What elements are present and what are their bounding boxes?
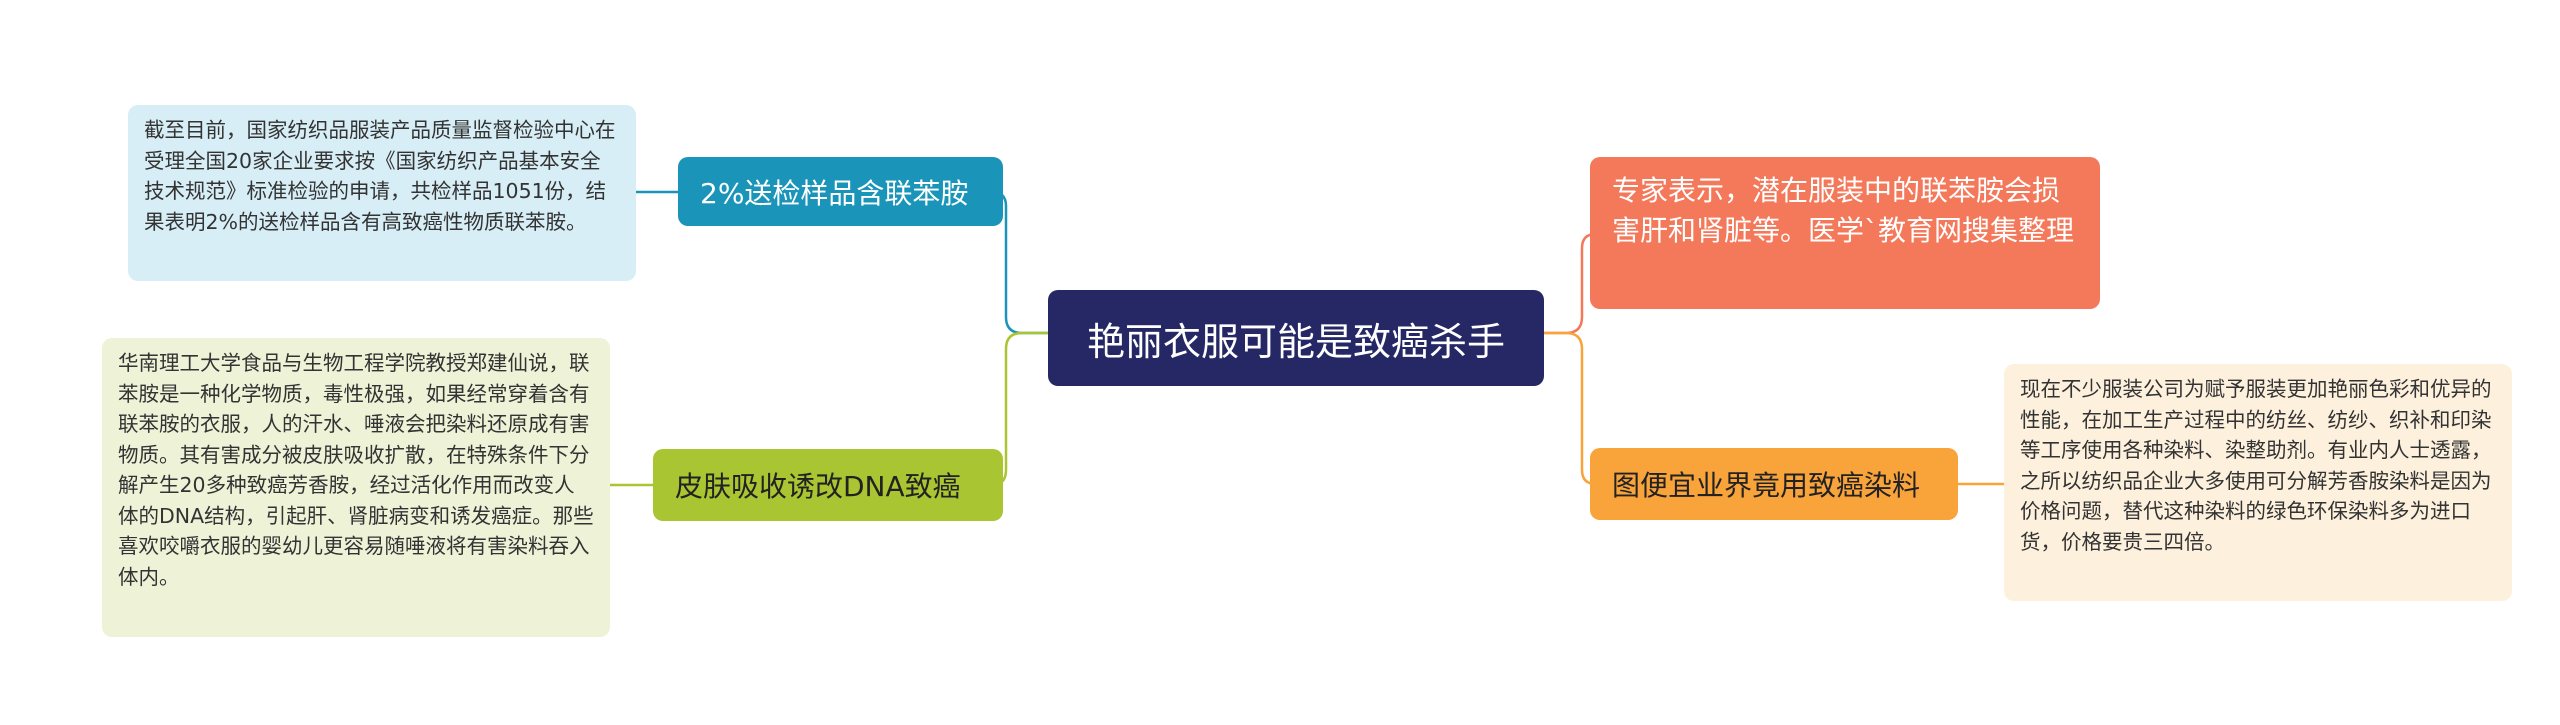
branch-node-4[interactable]: 图便宜业界竟用致癌染料 [1590, 448, 1958, 520]
central-topic[interactable]: 艳丽衣服可能是致癌杀手 [1048, 290, 1544, 386]
branch-node-3[interactable]: 专家表示，潜在服装中的联苯胺会损害肝和肾脏等。医学`教育网搜集整理 [1590, 157, 2100, 309]
branch-node-2[interactable]: 皮肤吸收诱改DNA致癌 [653, 449, 1003, 521]
leaf-node-1[interactable]: 截至目前，国家纺织品服装产品质量监督检验中心在受理全国20家企业要求按《国家纺织… [128, 105, 636, 281]
connector-orange [1544, 331, 1597, 486]
leaf-node-2[interactable]: 华南理工大学食品与生物工程学院教授郑建仙说，联苯胺是一种化学物质，毒性极强，如果… [102, 338, 610, 637]
leaf-node-3[interactable]: 现在不少服装公司为赋予服装更加艳丽色彩和优异的性能，在加工生产过程中的纺丝、纺纱… [2004, 364, 2512, 601]
connector-red [1544, 232, 1597, 335]
branch-node-1[interactable]: 2%送检样品含联苯胺 [678, 157, 1003, 226]
